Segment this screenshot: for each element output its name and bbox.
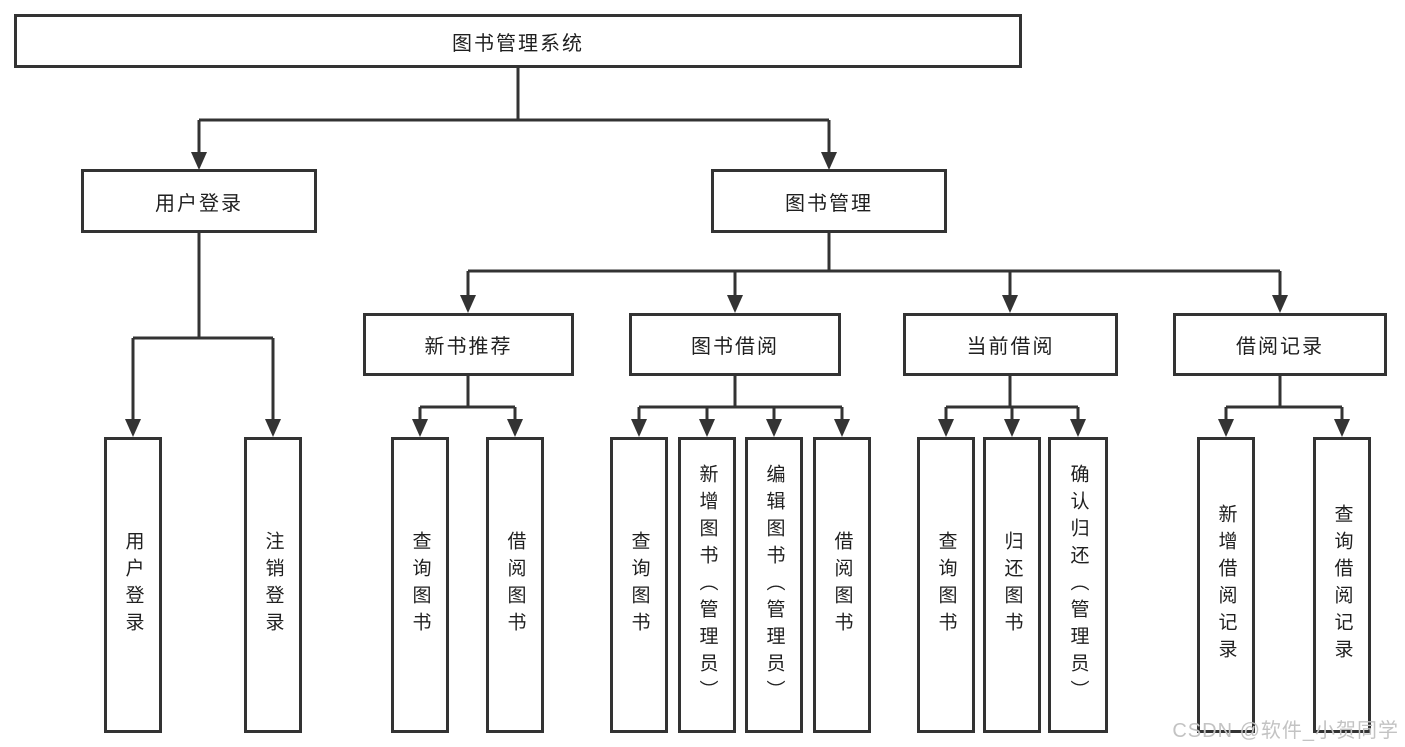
level2-node-book-management: 图书管理 [711,169,947,233]
connector-current-to-leaves [938,376,1086,437]
level2-node-user-login: 用户登录 [81,169,317,233]
level3-node-book-borrow: 图书借阅 [629,313,841,376]
leaf-node-query-books-current: 查询图书 [917,437,975,733]
leaf-node-user-login: 用户登录 [104,437,162,733]
leaf-node-label: 查询图书 [628,531,650,639]
level3-node-current-borrow: 当前借阅 [903,313,1118,376]
root-node-label: 图书管理系统 [452,32,584,55]
leaf-node-label: 查询图书 [409,531,431,639]
leaf-node-label: 新增借阅记录 [1215,504,1237,666]
leaf-node-return-books: 归还图书 [983,437,1041,733]
leaf-node-label: 借阅图书 [831,531,853,639]
leaf-node-query-borrow-record: 查询借阅记录 [1313,437,1371,733]
level2-node-label: 用户登录 [155,192,243,215]
leaf-node-query-books-newbook: 查询图书 [391,437,449,733]
level3-node-label: 借阅记录 [1236,336,1324,358]
leaf-node-borrow-books-newbook: 借阅图书 [486,437,544,733]
leaf-node-label: 归还图书 [1001,531,1023,639]
leaf-node-label: 注销登录 [262,531,284,639]
root-node-library-system: 图书管理系统 [14,14,1022,68]
leaf-node-label: 编辑图书（管理员） [763,463,785,707]
connector-borrow-to-leaves [631,376,850,437]
level3-node-label: 图书借阅 [691,336,779,358]
level3-node-new-book-recommend: 新书推荐 [363,313,574,376]
leaf-node-add-books-admin: 新增图书（管理员） [678,437,736,733]
leaf-node-label: 新增图书（管理员） [696,463,718,707]
level3-node-label: 当前借阅 [966,336,1055,358]
connector-bookmgmt-to-level3 [460,233,1288,313]
leaf-node-label: 查询图书 [935,531,957,639]
leaf-node-borrow-books: 借阅图书 [813,437,871,733]
leaf-node-add-borrow-record: 新增借阅记录 [1197,437,1255,733]
level3-node-label: 新书推荐 [424,336,513,358]
level2-node-label: 图书管理 [785,192,873,215]
connector-userlogin-to-leaves [125,233,281,437]
leaf-node-logout: 注销登录 [244,437,302,733]
leaf-node-query-books-borrow: 查询图书 [610,437,668,733]
leaf-node-label: 确认归还（管理员） [1067,463,1089,707]
connector-newbook-to-leaves [412,376,523,437]
leaf-node-edit-books-admin: 编辑图书（管理员） [745,437,803,733]
connector-root-to-level2 [191,68,837,170]
leaf-node-confirm-return-admin: 确认归还（管理员） [1048,437,1108,733]
leaf-node-label: 用户登录 [122,531,144,639]
level3-node-borrow-record: 借阅记录 [1173,313,1387,376]
leaf-node-label: 查询借阅记录 [1331,504,1353,666]
leaf-node-label: 借阅图书 [504,531,526,639]
csdn-watermark: CSDN @软件_小贺同学 [1172,720,1399,742]
connector-record-to-leaves [1218,376,1350,437]
